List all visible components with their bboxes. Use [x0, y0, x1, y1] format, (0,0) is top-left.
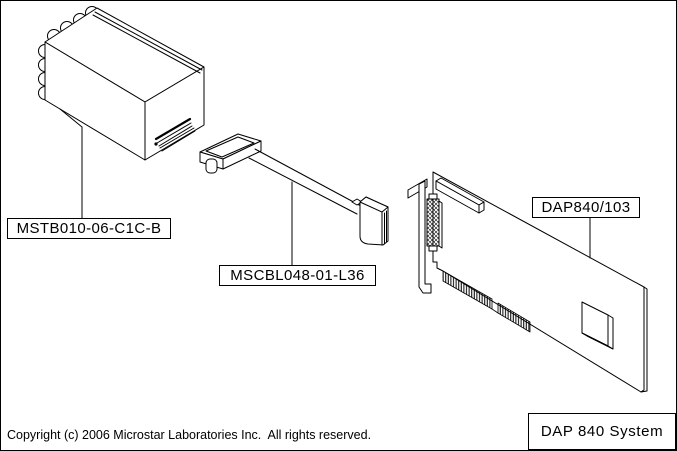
cable-left-connector	[199, 133, 262, 174]
callout-card: DAP840/103	[532, 197, 640, 218]
board-connector-detail	[154, 117, 196, 152]
callout-cable: MSCBL048-01-L36	[219, 265, 376, 286]
edge-fingers	[442, 270, 531, 333]
lid-seam-line	[92, 14, 201, 74]
connector-latch	[205, 158, 218, 174]
lid-seam-line	[94, 11, 203, 71]
bracket-io-connector	[426, 193, 443, 252]
card-top-connector	[435, 177, 485, 214]
copyright-text: Copyright (c) 2006 Microstar Laboratorie…	[7, 428, 372, 442]
terminal-board-drawing	[38, 6, 205, 161]
cable-drawing	[199, 133, 389, 246]
chip	[581, 301, 614, 350]
cable-line	[254, 148, 362, 207]
terminal-board-leader-line	[59, 108, 83, 219]
cable-right-connector	[351, 196, 389, 246]
bracket-strip	[418, 180, 432, 294]
card-edge-thickness	[640, 286, 648, 393]
title-block: DAP 840 System	[528, 413, 676, 450]
callout-terminal-board: MSTB010-06-C1C-B	[7, 218, 171, 239]
cable-line	[248, 157, 358, 215]
dap-card-drawing	[407, 171, 648, 393]
